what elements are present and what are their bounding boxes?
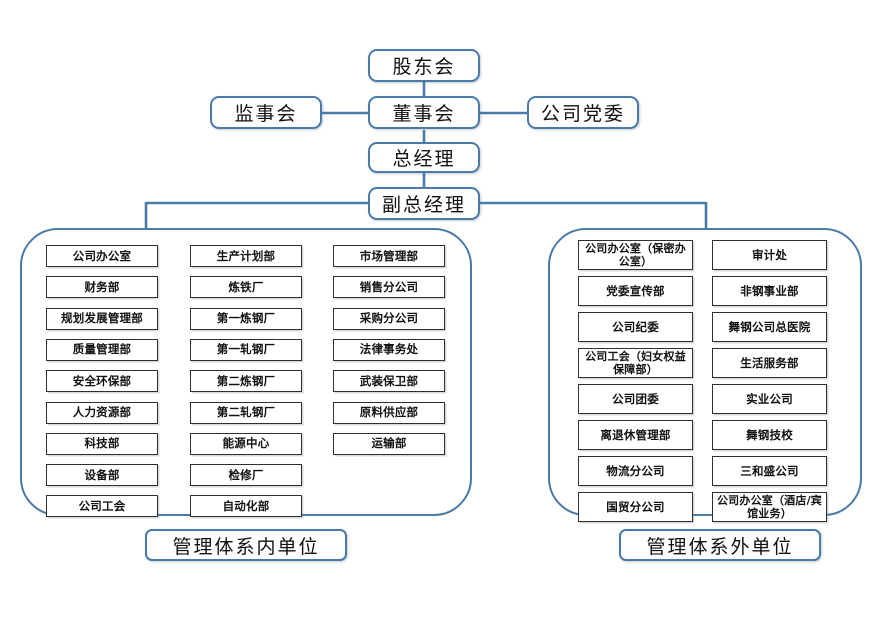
caption-outside-label: 管理体系外单位 <box>646 535 794 558</box>
caption-inside-label: 管理体系内单位 <box>172 535 320 558</box>
department-cell[interactable]: 市场管理部 <box>333 245 445 267</box>
node-board-of-directors[interactable]: 董事会 <box>368 96 480 129</box>
node-general-manager-label: 总经理 <box>392 148 456 170</box>
node-supervisory-board[interactable]: 监事会 <box>210 96 322 129</box>
department-cell[interactable]: 自动化部 <box>190 495 302 518</box>
department-cell[interactable]: 安全环保部 <box>46 370 158 393</box>
department-cell[interactable]: 法律事务处 <box>333 338 445 361</box>
department-cell[interactable]: 第一炼钢厂 <box>190 307 302 330</box>
department-cell[interactable]: 公司团委 <box>578 384 693 414</box>
department-cell[interactable]: 物流分公司 <box>578 456 693 486</box>
department-cell[interactable]: 生活服务部 <box>712 348 827 378</box>
department-cell[interactable]: 第二炼钢厂 <box>190 370 302 393</box>
department-cell[interactable]: 检修厂 <box>190 464 302 487</box>
department-cell[interactable]: 炼铁厂 <box>190 276 302 299</box>
department-cell[interactable]: 审计处 <box>712 240 827 270</box>
department-cell[interactable]: 党委宣传部 <box>578 276 693 306</box>
department-cell[interactable]: 离退休管理部 <box>578 420 693 450</box>
department-cell[interactable]: 舞钢技校 <box>712 420 827 450</box>
department-cell[interactable]: 生产计划部 <box>190 245 302 267</box>
caption-outside-management-system[interactable]: 管理体系外单位 <box>619 529 821 561</box>
node-general-manager[interactable]: 总经理 <box>368 142 480 173</box>
department-cell[interactable]: 能源中心 <box>190 432 302 455</box>
node-shareholders[interactable]: 股东会 <box>368 49 480 82</box>
department-cell[interactable]: 三和盛公司 <box>712 456 827 486</box>
department-cell[interactable]: 实业公司 <box>712 384 827 414</box>
department-cell[interactable]: 质量管理部 <box>46 338 158 361</box>
department-cell[interactable]: 第一轧钢厂 <box>190 338 302 361</box>
department-cell[interactable]: 舞钢公司总医院 <box>712 312 827 342</box>
department-cell[interactable]: 第二轧钢厂 <box>190 401 302 424</box>
department-cell[interactable]: 运输部 <box>333 432 445 455</box>
node-party-committee-label: 公司党委 <box>540 103 625 125</box>
department-cell[interactable]: 公司工会 <box>46 495 158 518</box>
node-shareholders-label: 股东会 <box>392 56 456 78</box>
department-cell[interactable]: 设备部 <box>46 464 158 487</box>
department-cell[interactable]: 武装保卫部 <box>333 370 445 393</box>
department-cell[interactable]: 销售分公司 <box>333 276 445 299</box>
department-cell[interactable]: 人力资源部 <box>46 401 158 424</box>
node-party-committee[interactable]: 公司党委 <box>527 96 639 129</box>
department-cell[interactable]: 规划发展管理部 <box>46 307 158 330</box>
node-board-of-directors-label: 董事会 <box>392 103 456 125</box>
department-cell[interactable]: 财务部 <box>46 276 158 299</box>
department-cell[interactable]: 公司纪委 <box>578 312 693 342</box>
department-cell[interactable]: 非钢事业部 <box>712 276 827 306</box>
node-deputy-general-manager[interactable]: 副总经理 <box>368 187 480 220</box>
caption-inside-management-system[interactable]: 管理体系内单位 <box>145 529 347 561</box>
department-cell[interactable]: 原料供应部 <box>333 401 445 424</box>
department-cell[interactable]: 采购分公司 <box>333 307 445 330</box>
department-cell[interactable]: 公司办公室（酒店/宾馆业务） <box>712 492 827 522</box>
department-cell[interactable]: 公司办公室（保密办公室） <box>578 240 693 270</box>
department-cell[interactable]: 国贸分公司 <box>578 492 693 522</box>
department-cell[interactable]: 科技部 <box>46 432 158 455</box>
node-deputy-general-manager-label: 副总经理 <box>381 194 466 216</box>
department-cell[interactable]: 公司办公室 <box>46 245 158 267</box>
node-supervisory-board-label: 监事会 <box>234 103 298 125</box>
department-cell[interactable]: 公司工会（妇女权益保障部） <box>578 348 693 378</box>
